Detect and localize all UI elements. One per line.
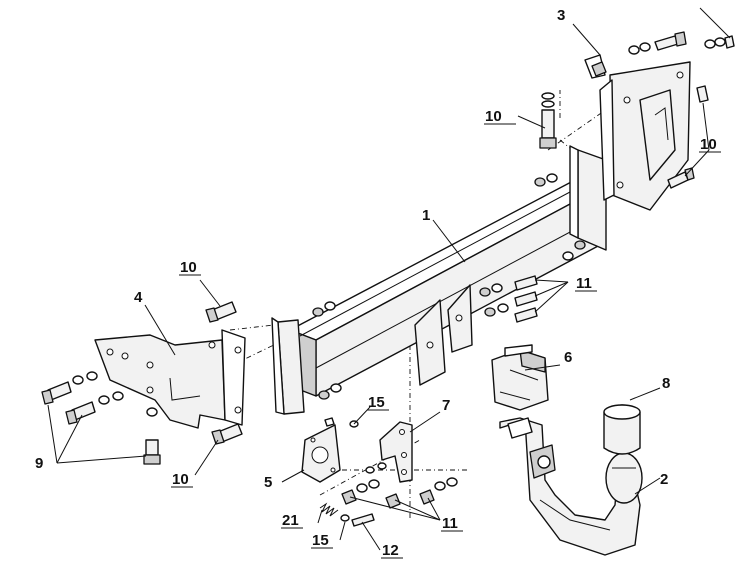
part-label-10-left-bottom: 10 [172, 471, 189, 488]
part-label-7: 7 [442, 397, 450, 414]
beam-right-end-plate [569, 145, 607, 251]
beam-left-nuts [312, 301, 342, 400]
part-label-3: 3 [557, 7, 565, 24]
bottom-bolt-group [341, 462, 458, 509]
part-label-6: 6 [564, 349, 572, 366]
part-label-4: 4 [134, 289, 143, 306]
tow-ball-neck [499, 417, 643, 556]
part-label-8: 8 [662, 375, 670, 392]
socket-bracket [379, 421, 413, 483]
left-bracket-bolts [205, 301, 243, 445]
leader-lines [47, 7, 731, 551]
fasteners [41, 31, 735, 527]
left-bolt-group [41, 371, 161, 465]
main-cross-beam [289, 179, 601, 397]
beam-right-nuts [534, 173, 586, 261]
part-label-10-right: 10 [700, 136, 717, 153]
part-label-11-right: 11 [576, 275, 592, 292]
part-label-15-top: 15 [368, 394, 385, 411]
left-side-bracket [94, 329, 246, 429]
part-label-21: 21 [282, 512, 299, 529]
part-label-11-bottom: 11 [442, 515, 458, 532]
top-right-bolt-row [591, 31, 735, 77]
part-label-12: 12 [382, 542, 399, 559]
coupling-receiver-housing [491, 344, 549, 411]
top-center-bolt [539, 92, 557, 149]
part-label-2: 2 [660, 471, 668, 488]
part-label-10-top: 10 [485, 108, 502, 125]
center-bolt-cluster [479, 275, 538, 323]
part-label-9: 9 [35, 455, 43, 472]
part-label-15-bottom: 15 [312, 532, 329, 549]
right-bracket-bolts [667, 85, 709, 189]
right-side-bracket [584, 54, 691, 211]
part-number-labels: 1 2 3 4 5 6 7 8 9 10 10 10 10 11 11 12 1… [35, 7, 717, 559]
beam-left-end-plate [271, 317, 305, 415]
beam-center-brackets [414, 284, 473, 386]
part-label-1: 1 [422, 207, 430, 224]
tow-ball-cap [603, 404, 641, 455]
part-label-10-left-top: 10 [180, 259, 197, 276]
label-underlines [171, 123, 721, 559]
socket-mounting-plate [301, 417, 341, 483]
part-label-5: 5 [264, 474, 272, 491]
